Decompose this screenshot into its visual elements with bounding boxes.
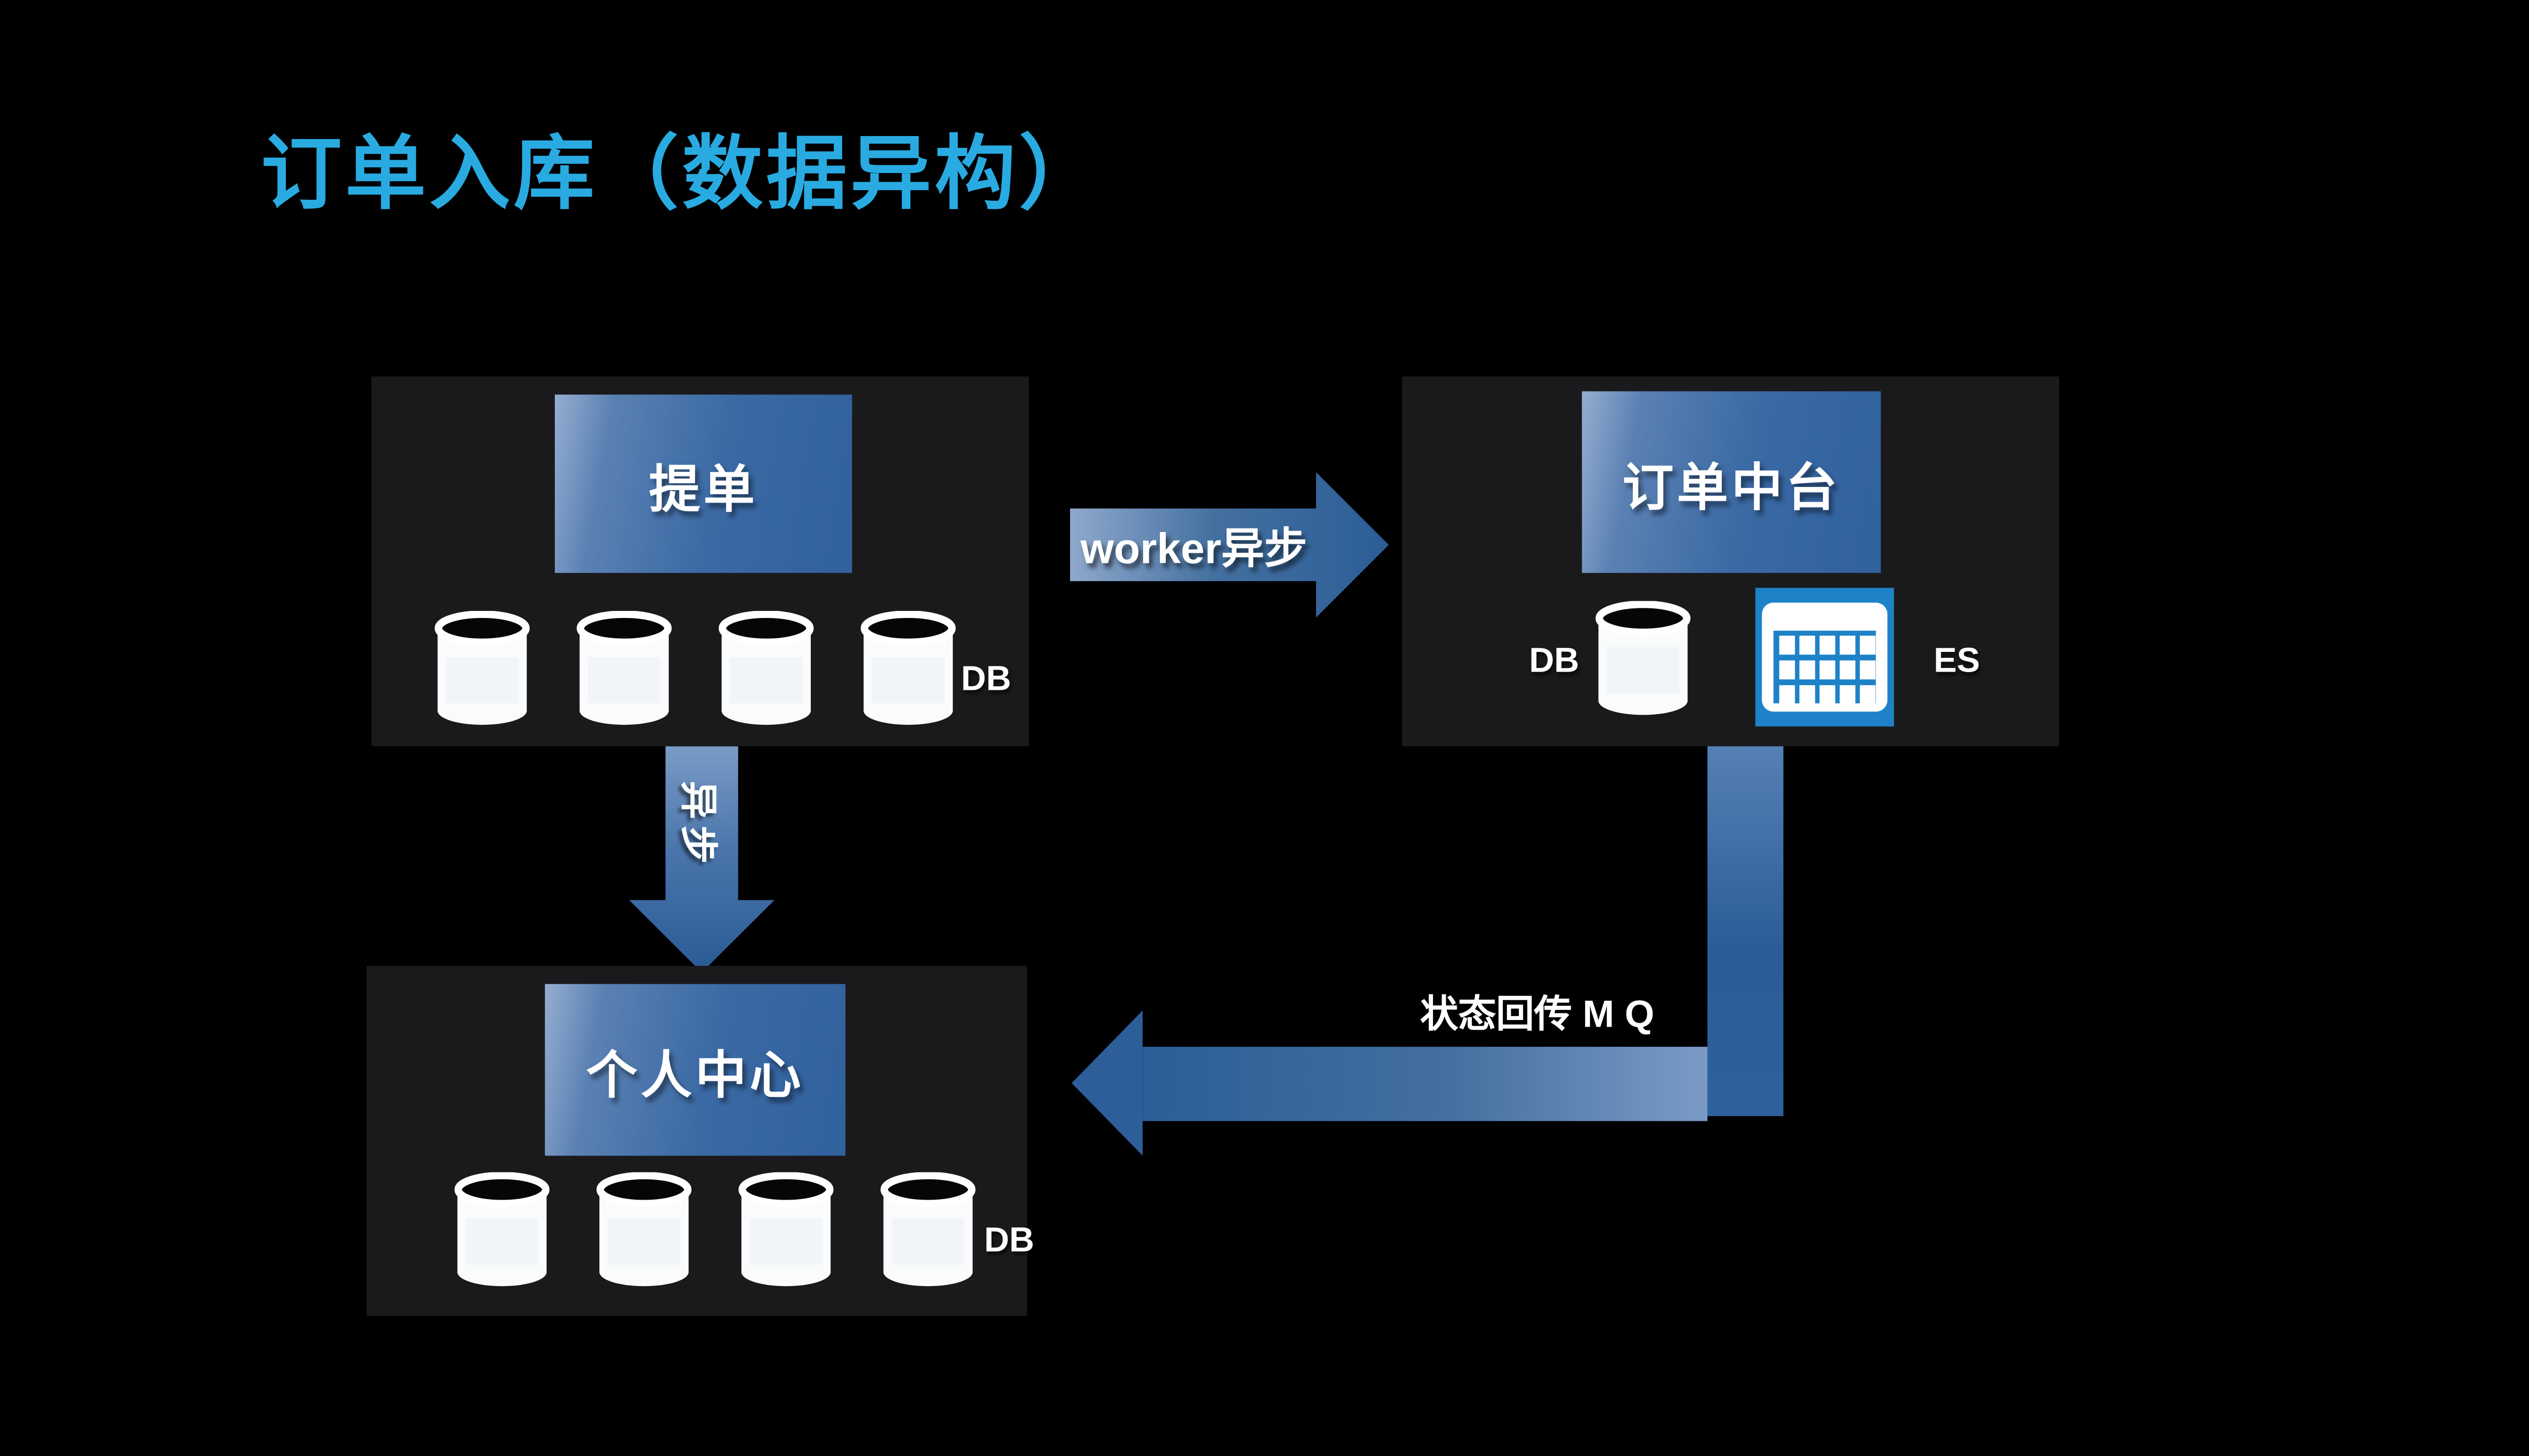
mq-arrow-shaft	[1143, 1046, 1708, 1121]
db-label-order-submit: DB	[961, 660, 1012, 698]
page-title: 订单入库（数据异构）	[260, 130, 1103, 220]
database-cylinder-icon	[880, 1172, 976, 1287]
mq-arrow-left-head-icon	[1071, 1010, 1143, 1156]
async-down-arrow-label: 异步	[677, 781, 720, 870]
database-cylinder-icon	[738, 1172, 834, 1287]
node-personal-center-panel: 个人中心 DB	[366, 965, 1034, 1316]
node-order-center: 订单中台	[1582, 391, 1881, 573]
db-cluster-order-submit	[434, 610, 956, 727]
db-cluster-order-center	[1595, 601, 1691, 717]
db-label-personal-center: DB	[984, 1221, 1034, 1260]
mq-arrow-label: 状态回传 M Q	[1420, 992, 1654, 1035]
es-label-order-center: ES	[1933, 642, 1980, 681]
es-table-icon	[1755, 588, 1894, 727]
node-personal-center: 个人中心	[545, 984, 846, 1156]
database-cylinder-icon	[718, 610, 814, 725]
db-cluster-personal-center	[454, 1172, 976, 1288]
database-cylinder-icon	[434, 610, 530, 725]
node-order-submit: 提单	[554, 394, 852, 573]
db-label-order-center: DB	[1529, 642, 1580, 681]
node-order-submit-panel: 提单 DB	[371, 376, 1029, 746]
database-cylinder-icon	[577, 610, 672, 725]
node-order-center-label: 订单中台	[1622, 458, 1841, 516]
worker-async-arrow-label: worker异步	[1080, 522, 1307, 572]
node-order-center-panel: 订单中台 DB ES	[1402, 376, 2060, 746]
node-personal-center-label: 个人中心	[586, 1046, 804, 1104]
database-cylinder-icon	[454, 1172, 550, 1287]
database-cylinder-icon	[860, 610, 956, 725]
mq-arrow-vertical-bar	[1707, 746, 1783, 1116]
node-order-submit-label: 提单	[649, 460, 758, 518]
database-cylinder-icon	[1595, 601, 1691, 715]
database-cylinder-icon	[596, 1172, 692, 1287]
